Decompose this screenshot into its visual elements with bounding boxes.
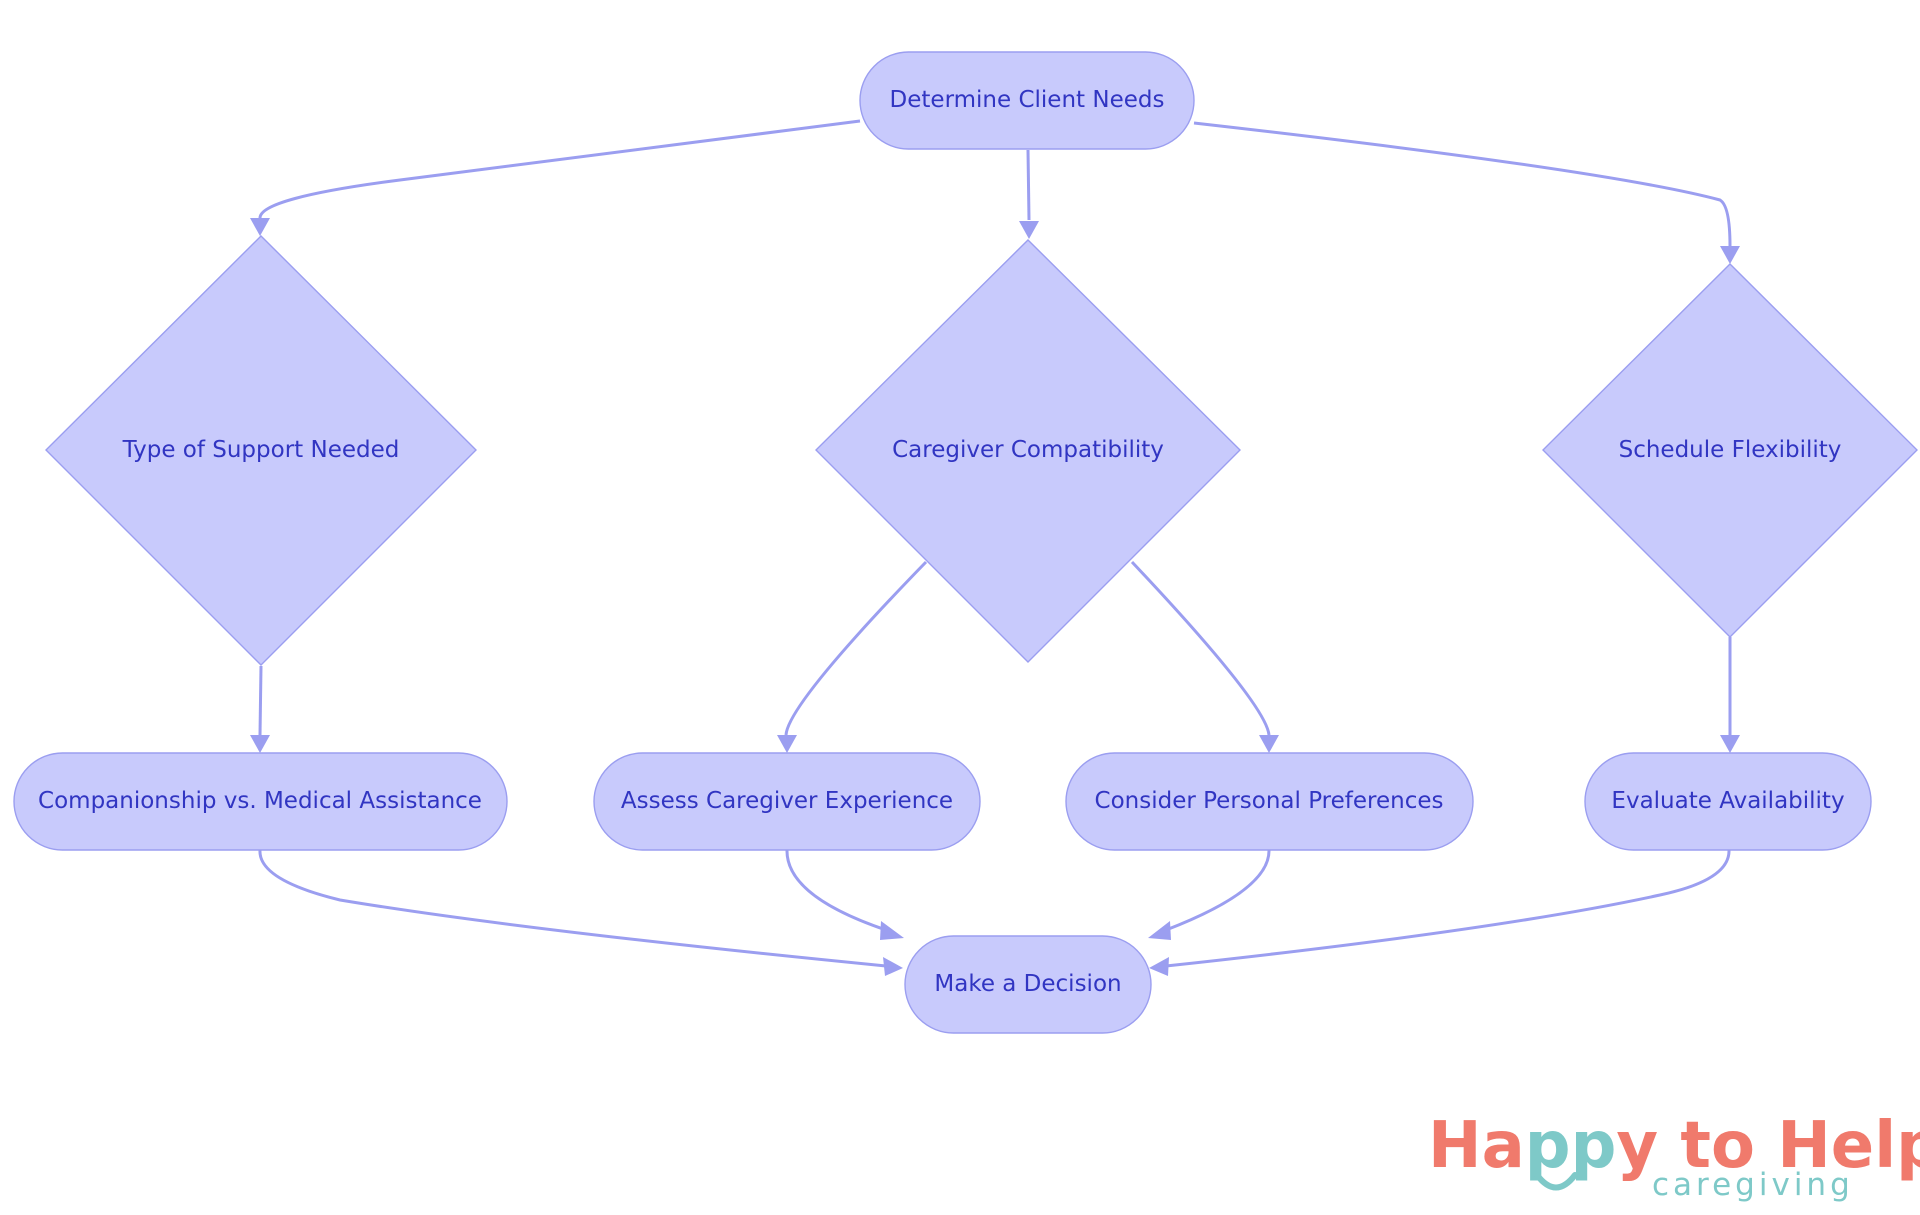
node-label: Consider Personal Preferences [1095,788,1444,814]
arrowhead [1019,221,1039,239]
arrowhead [883,957,903,976]
node-label: Companionship vs. Medical Assistance [38,788,482,814]
edge-compatibility-to-preferences [1130,560,1271,736]
arrowhead [1720,735,1740,753]
arrowhead [1149,957,1169,976]
node-label: Schedule Flexibility [1619,437,1842,463]
node-type-of-support-needed: Type of Support Needed [45,235,477,666]
edge-preferences-to-decision [1165,849,1271,932]
logo-wordmark: Happy to Help [1428,1109,1920,1183]
node-determine-client-needs: Determine Client Needs [859,51,1195,150]
node-label: Evaluate Availability [1611,788,1844,814]
edge-needs-to-schedule [1193,121,1732,247]
edge-needs-to-compatibility [1026,149,1031,221]
arrowhead [1720,246,1740,264]
arrowhead [880,921,904,940]
edge-companionship-to-decision [258,849,887,968]
arrowhead [1259,735,1279,753]
arrowhead [250,735,270,753]
node-label: Determine Client Needs [890,87,1165,113]
edge-availability-to-decision [1165,849,1731,968]
edge-needs-to-support [258,119,861,219]
node-caregiver-compatibility: Caregiver Compatibility [815,239,1241,663]
smile-icon [1534,1172,1578,1191]
node-companionship-vs-medical: Companionship vs. Medical Assistance [13,752,508,851]
arrowhead [777,735,797,753]
node-label: Type of Support Needed [122,437,400,463]
edge-experience-to-decision [785,849,887,932]
node-evaluate-availability: Evaluate Availability [1584,752,1872,851]
node-label: Caregiver Compatibility [892,437,1164,463]
node-label: Make a Decision [934,971,1121,997]
node-make-a-decision: Make a Decision [904,935,1152,1034]
edge-compatibility-to-experience [784,560,928,736]
arrowhead [1148,921,1171,940]
edges [250,119,1740,976]
node-assess-caregiver-experience: Assess Caregiver Experience [593,752,981,851]
node-label: Assess Caregiver Experience [621,788,953,814]
node-schedule-flexibility: Schedule Flexibility [1542,263,1918,638]
logo-subtitle: caregiving [1652,1167,1854,1203]
edge-support-to-companionship [258,665,263,736]
happy-to-help-logo[interactable]: Happy to Help caregiving [1428,1109,1920,1203]
node-consider-personal-preferences: Consider Personal Preferences [1065,752,1474,851]
arrowhead [250,218,270,236]
